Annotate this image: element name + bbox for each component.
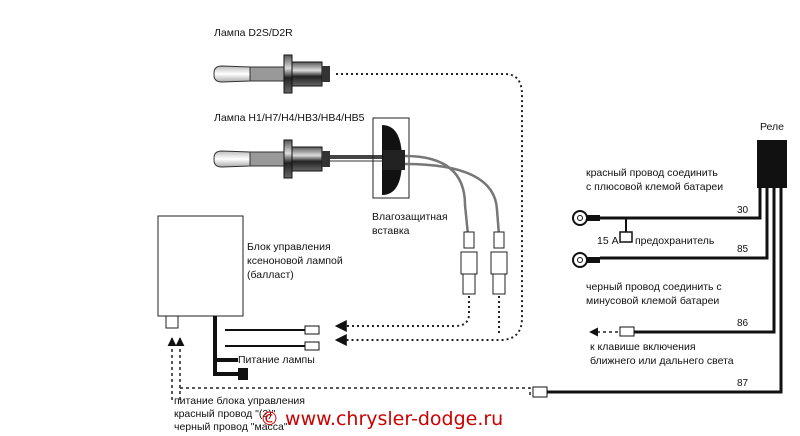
waterproof-label-2: вставка (372, 225, 410, 237)
red-wire-label-2: с плюсовой клемой батареи (586, 181, 723, 193)
pin-85-label: 85 (737, 244, 749, 255)
ballast-label-1: Блок управления (247, 241, 331, 253)
connector-1 (460, 231, 478, 295)
ballast-label-2: ксеноновой лампой (247, 255, 343, 267)
relay-wire-85 (600, 188, 769, 260)
ballast-supply-connector (165, 315, 179, 329)
lamp-h-series (213, 139, 330, 179)
fuse-rating: 15 А (597, 235, 619, 247)
lamp-power-connector (238, 368, 248, 380)
waterproof-label-1: Влагозащитная (372, 211, 448, 223)
lamp-power-label: Питание лампы (238, 354, 315, 366)
dotted-connector1-to-ballast (334, 296, 470, 332)
switch-label-2: ближнего или дальнего света (590, 355, 734, 367)
ballast-box (157, 215, 244, 317)
supply-label-2: красный провод "(2)" (174, 408, 276, 420)
supply-label-3: черный провод "масса" (174, 421, 288, 433)
relay-wire-87 (555, 188, 783, 394)
dotted-d2s-to-connector (334, 73, 523, 346)
cable-to-connector-1 (404, 154, 470, 236)
pin-30-label: 30 (737, 205, 749, 216)
lamp-d2s (213, 54, 330, 94)
black-wire-label-1: черный провод соединить с (586, 281, 722, 293)
black-wire-label-2: минусовой клемой батареи (586, 295, 719, 307)
red-wire-label-1: красный провод соединить (586, 167, 718, 179)
ballast-output-wire (213, 316, 238, 362)
relay-wire-86 (650, 188, 776, 334)
lamp-h-label: Лампа H1/H7/H4/HB3/HB4/HB5 (214, 112, 365, 124)
pin-87-label: 87 (737, 378, 749, 389)
cable-to-connector-2 (404, 162, 501, 236)
waterproof-insert (372, 117, 410, 199)
fuse (619, 231, 633, 243)
switch-label-1: к клавише включения (590, 341, 696, 353)
relay-label: Реле (760, 121, 784, 133)
fuse-label: предохранитель (635, 235, 715, 247)
ballast-label-3: (балласт) (247, 269, 294, 281)
pin-87-connector (532, 386, 548, 398)
dotted-supply-black (179, 387, 531, 400)
pin-86-label: 86 (737, 318, 749, 329)
connector-2 (490, 231, 508, 295)
relay-wire-30 (600, 188, 762, 220)
lamp-d2s-label: Лампа D2S/D2R (214, 27, 293, 39)
watermark: © www.chrysler-dodge.ru (260, 408, 503, 430)
relay-box (757, 140, 787, 188)
switch-connector (619, 326, 635, 337)
supply-label-1: питание блока управления (174, 395, 305, 407)
